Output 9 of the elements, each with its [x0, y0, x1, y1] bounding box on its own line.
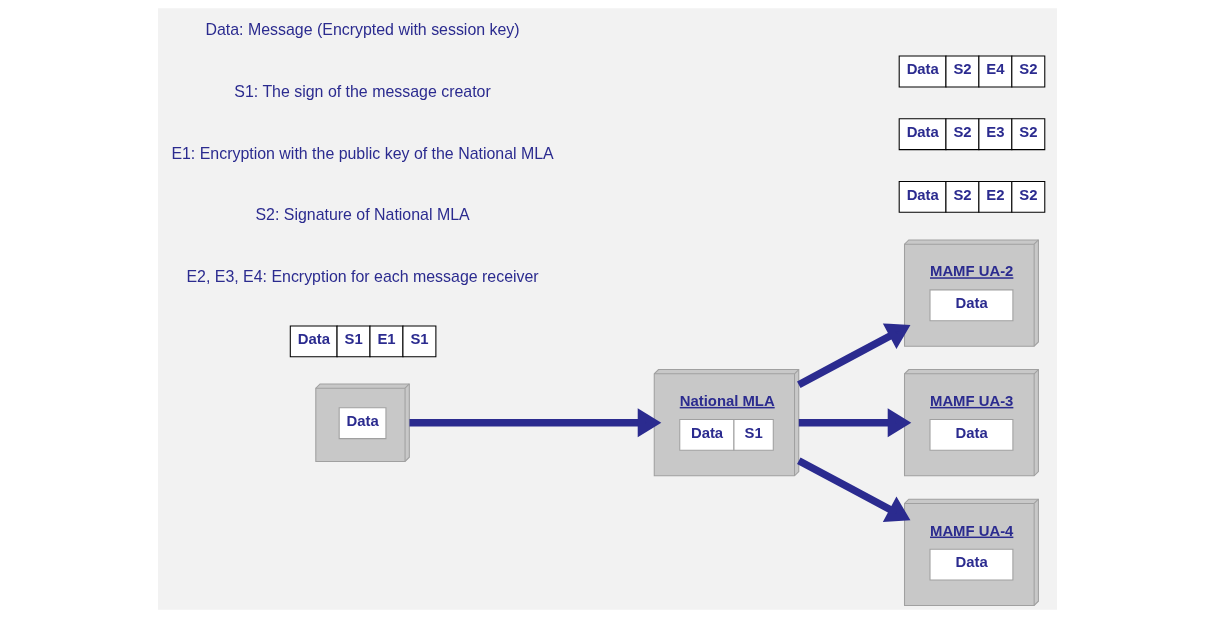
label: Data: Message (Encrypted with session key): [204, 21, 520, 39]
label: E2, E3, E4: Encryption for each message receiver: [185, 267, 539, 285]
label: S2: Signature of National MLA: [254, 206, 470, 224]
label: E1: Encryption with the public key of the National MLA: [170, 144, 554, 162]
arrow: [408, 408, 661, 438]
arrow: [796, 323, 910, 388]
arrow: [796, 457, 910, 522]
arrow: [798, 408, 911, 438]
label: S1: The sign of the message creator: [233, 83, 491, 100]
